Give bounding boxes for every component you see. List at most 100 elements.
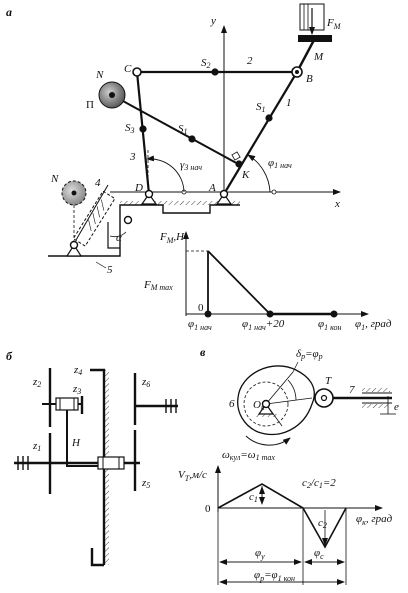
label-a: A: [208, 182, 216, 194]
joint-b-inner: [295, 70, 299, 74]
label-alpha: α: [116, 232, 122, 244]
link-4-slider: [72, 190, 116, 247]
label-phi: φ1 нач: [268, 157, 292, 170]
cam-ray: [265, 371, 294, 405]
label-omega: ωкул=ω1 max: [222, 449, 275, 462]
gamma-arc: [146, 155, 185, 193]
label-c1: c1: [249, 491, 258, 504]
pivot-d: [140, 189, 158, 205]
panel-v-label: в: [200, 345, 206, 359]
label-d: D: [134, 182, 143, 194]
label-7: 7: [349, 384, 355, 396]
graph-a-y-label: FM,H: [159, 231, 185, 245]
slider-m: [298, 35, 332, 42]
link-3: [135, 71, 151, 195]
label-e: e: [394, 401, 399, 413]
label-6: 6: [229, 398, 235, 410]
label-link-1: 1: [286, 97, 292, 109]
label-s3: S3: [125, 122, 135, 135]
force-point-start: [204, 310, 212, 318]
label-c: C: [124, 63, 132, 75]
omega-arc: [245, 435, 291, 446]
label-z3: z3: [72, 383, 81, 396]
label-gamma: γ3 нач: [180, 159, 202, 172]
link-rod-p: [111, 94, 241, 166]
label-phic: φс: [314, 547, 324, 561]
label-s1: S1: [256, 101, 266, 114]
joint-slider: [123, 215, 133, 225]
label-z2: z2: [32, 376, 41, 389]
center-bearing: [97, 456, 125, 470]
label-phip: φр=φ1 кон: [254, 569, 295, 583]
ground-hatch: [120, 201, 240, 205]
label-h: H: [71, 437, 81, 449]
panel-a-force-graph: FM,H FM max 0 φ1 нач φ1 нач+20 φ1 кон φ1…: [143, 231, 392, 332]
point-s2: [211, 68, 219, 76]
force-point-end: [330, 310, 338, 318]
graph-a-tick-2: φ1 нач+20: [242, 318, 285, 332]
follower-guide-hatch: [362, 388, 390, 392]
force-point-mid: [266, 310, 274, 318]
label-m: M: [313, 51, 324, 63]
panel-b-gear-train: б z2 z1: [6, 349, 178, 567]
delta-leader: [292, 361, 299, 373]
wheel-p-hub: [109, 92, 115, 98]
graph-v-zero: 0: [205, 503, 211, 515]
label-link-5: 5: [107, 264, 113, 276]
push-rod: [295, 39, 316, 73]
graph-a-zero: 0: [198, 302, 204, 314]
satellite-bearing: [55, 397, 79, 411]
graph-v-x-label: φк, град: [356, 513, 393, 527]
label-z6: z6: [141, 376, 150, 389]
label-k: K: [241, 169, 250, 181]
label-z5: z5: [141, 477, 150, 490]
wheel-n-hub: [71, 190, 77, 196]
label-link-2: 2: [247, 55, 253, 67]
label-n-top: N: [95, 69, 104, 81]
label-c2: c2: [318, 517, 327, 530]
right-angle-mark: [231, 151, 241, 161]
cam-base-circle: [243, 381, 289, 427]
panel-v-velocity-graph: VT,м/с c2/c1=2 c1 c2 0 φк, град φу φс φр…: [178, 465, 393, 585]
graph-a-tick-3: φ1 кон: [318, 318, 342, 332]
velocity-profile: [217, 483, 347, 549]
cam-ray: [265, 397, 313, 405]
label-link-5-leader: [95, 261, 107, 269]
phi-arc: [247, 154, 271, 193]
point-k: [235, 160, 243, 168]
label-t: T: [325, 375, 332, 387]
panel-a-label: а: [6, 5, 12, 19]
label-phiy: φу: [255, 547, 265, 561]
axis-mark: [271, 189, 277, 195]
follower-guide-hatch: [362, 404, 390, 408]
pivot-a: [215, 189, 233, 205]
label-s1-prime: S1: [178, 123, 188, 136]
graph-a-x-label: φ1, град: [355, 318, 392, 332]
roller-t-pin: [320, 394, 328, 402]
point-s3: [139, 125, 147, 133]
label-b: B: [306, 73, 313, 85]
graph-v-ratio: c2/c1=2: [302, 477, 336, 490]
force-label: FM: [326, 17, 342, 31]
slider-guide: [107, 222, 120, 249]
cam-pivot: [254, 399, 278, 417]
label-ok: Oк: [253, 399, 265, 412]
label-link-3: 3: [129, 151, 136, 163]
pivot-lower: [65, 240, 83, 257]
label-link-4: 4: [95, 177, 101, 189]
joint-c: [132, 67, 142, 77]
graph-v-y-label: VT,м/с: [178, 469, 207, 483]
label-z1: z1: [32, 440, 41, 453]
x-axis-label: x: [334, 198, 340, 210]
graph-a-fmax-label: FM max: [143, 279, 173, 292]
point-s1p: [188, 135, 196, 143]
panel-v-cam: в δp=φp Oк T 6 7 e ωкул=ω: [200, 345, 399, 462]
point-s1: [265, 114, 273, 122]
label-n-bottom: N: [50, 173, 59, 185]
link-4-rod: [75, 184, 109, 241]
housing-base: [90, 548, 104, 567]
delta-arc: [287, 379, 297, 401]
label-delta: δp=φp: [296, 348, 323, 361]
gear-z4: [90, 368, 106, 424]
label-z4: z4: [73, 364, 82, 377]
